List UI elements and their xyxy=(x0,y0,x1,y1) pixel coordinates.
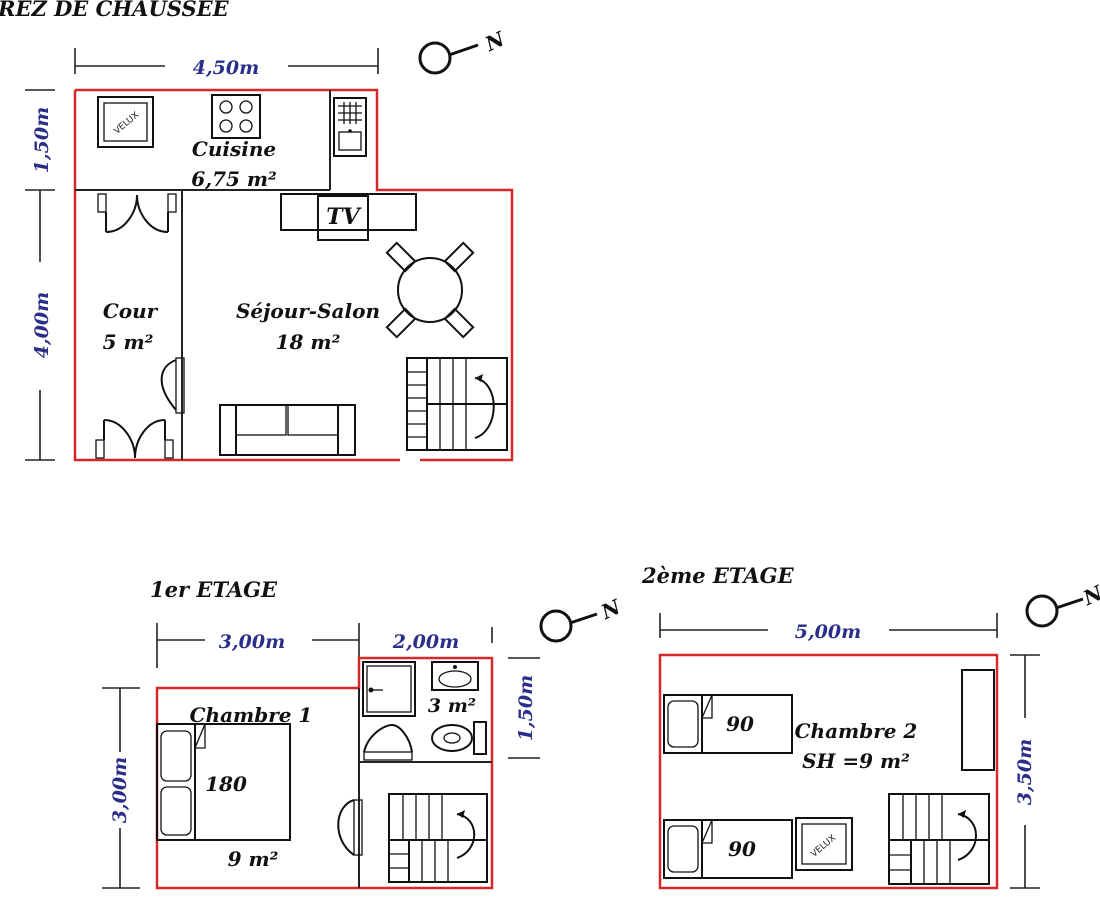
salon-door-icon xyxy=(160,357,185,414)
sofa-icon xyxy=(219,404,356,456)
ground-floor: REZ DE CHAUSSEE 4,50m 1,50m 4,00m N xyxy=(0,0,514,462)
cour-top-door-icon xyxy=(97,193,177,233)
staircase-icon xyxy=(406,357,508,451)
double-bed-icon xyxy=(156,723,291,841)
second-floor-title: 2ème ETAGE xyxy=(641,563,795,588)
second-floor: 2ème ETAGE 5,00m 3,50m N xyxy=(641,563,1100,890)
north-label: N xyxy=(597,594,625,624)
ground-height-dimension: 1,50m 4,00m xyxy=(25,89,55,461)
cour-area: 5 m² xyxy=(103,330,154,354)
ground-width-label: 4,50m xyxy=(193,57,259,79)
first-width-2-label: 2,00m xyxy=(392,631,459,653)
bathroom-door-icon xyxy=(363,723,413,761)
dining-table-icon xyxy=(385,241,475,339)
second-width-dimension: 5,00m xyxy=(659,613,998,643)
staircase-icon xyxy=(888,793,990,885)
salon-area: 18 m² xyxy=(276,330,341,354)
single-bed-icon xyxy=(663,819,793,879)
first-width-1-label: 3,00m xyxy=(219,631,285,653)
toilet-icon xyxy=(431,721,487,755)
velux-window-icon: VELUX xyxy=(795,817,853,871)
kitchen-name: Cuisine xyxy=(192,137,276,161)
north-compass-icon: N xyxy=(1025,580,1100,628)
cour-name: Cour xyxy=(103,299,159,323)
second-height-dimension: 3,50m xyxy=(1010,654,1040,889)
velux-label: VELUX xyxy=(112,110,141,136)
chambre1-name: Chambre 1 xyxy=(190,703,313,727)
chambre1-door-icon xyxy=(337,799,363,856)
ground-height-2-label: 4,00m xyxy=(31,292,53,358)
north-label: N xyxy=(1079,580,1100,610)
chambre1-area: 9 m² xyxy=(228,847,279,871)
chambre2-area: SH =9 m² xyxy=(802,749,910,773)
bathroom-area: 3 m² xyxy=(428,695,476,717)
bed2-size: 90 xyxy=(728,837,756,861)
washbasin-icon xyxy=(431,661,479,691)
first-height-dimension: 3,00m 1,50m xyxy=(102,657,540,889)
staircase-icon xyxy=(388,793,488,883)
tv-unit-icon: TV xyxy=(280,193,417,241)
second-height-label: 3,50m xyxy=(1014,739,1036,805)
kitchen-sink-icon xyxy=(333,97,367,157)
ground-outer-wall xyxy=(75,88,514,462)
first-height-1-label: 3,00m xyxy=(109,757,131,823)
velux-window-icon: VELUX xyxy=(97,96,154,148)
first-height-2-label: 1,50m xyxy=(515,675,537,741)
chambre2-name: Chambre 2 xyxy=(795,719,918,743)
ground-height-1-label: 1,50m xyxy=(31,107,53,173)
cooktop-icon xyxy=(211,94,261,139)
cour-bottom-door-icon xyxy=(95,419,174,459)
first-floor-title: 1er ETAGE xyxy=(150,577,278,602)
north-compass-icon: N xyxy=(539,594,625,643)
bed1-size: 90 xyxy=(726,712,754,736)
tv-label: TV xyxy=(326,204,361,230)
ground-floor-title: REZ DE CHAUSSEE xyxy=(0,0,230,21)
kitchen-area: 6,75 m² xyxy=(191,167,277,191)
second-outer-wall xyxy=(658,653,999,890)
shower-icon xyxy=(362,661,416,717)
chambre1-bed-size: 180 xyxy=(205,772,247,796)
first-floor: 1er ETAGE 3,00m 2,00m 3,00m 1,50m N xyxy=(102,577,625,890)
north-label: N xyxy=(481,26,509,56)
wardrobe-icon xyxy=(961,669,995,771)
salon-name: Séjour-Salon xyxy=(236,299,380,323)
single-bed-icon xyxy=(663,694,793,754)
velux-label: VELUX xyxy=(809,833,838,859)
north-compass-icon: N xyxy=(418,26,509,75)
first-width-dimension: 3,00m 2,00m xyxy=(156,623,493,668)
second-width-label: 5,00m xyxy=(795,621,861,643)
ground-width-dimension: 4,50m xyxy=(74,48,379,79)
